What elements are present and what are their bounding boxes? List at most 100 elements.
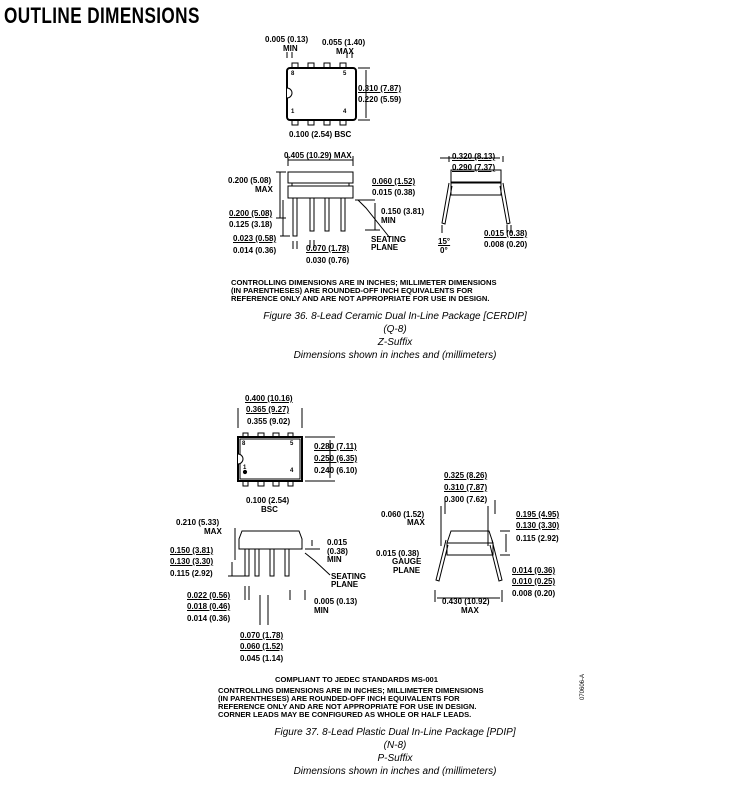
dim-body-h-nom: 0.130 (3.30) — [516, 521, 560, 530]
note-line: COMPLIANT TO JEDEC STANDARDS MS-001 — [275, 675, 439, 684]
pin-label: 1 — [243, 465, 247, 471]
dim-shoulder-nom: 0.060 (1.52) — [240, 642, 284, 651]
dim-width-max: 0.310 (7.87) — [358, 84, 402, 93]
dim-lead-len-max: 0.150 (3.81) — [170, 546, 214, 555]
pin-label: 5 — [343, 71, 347, 77]
note-line: REFERENCE ONLY AND ARE NOT APPROPRIATE F… — [231, 294, 490, 303]
pdip-top-view — [237, 408, 335, 487]
dim-width-min: 0.240 (6.10) — [314, 466, 358, 475]
dim-lead-w-max: 0.023 (0.58) — [233, 234, 277, 243]
figure-caption: Figure 36. 8-Lead Ceramic Dual In-Line P… — [263, 311, 527, 322]
dim-lead-w-min: 0.014 (0.36) — [187, 614, 231, 623]
dim-lead-gap-min: 0.005 (0.13) — [265, 35, 309, 44]
pin-label: 4 — [290, 468, 294, 474]
dim-lead-len-min: 0.115 (2.92) — [170, 569, 213, 578]
dim-shoulder-min: 0.045 (1.14) — [240, 654, 284, 663]
dim-row-nom: 0.310 (7.87) — [444, 483, 488, 492]
figure-caption: Z-Suffix — [377, 337, 413, 348]
dim-standoff-min: 0.015 (0.38) — [372, 188, 416, 197]
cerdip-side-view — [276, 156, 391, 249]
pin-label: 1 — [291, 109, 295, 115]
dim-body-h-min: 0.115 (2.92) — [516, 534, 559, 543]
dim-shoulder-min: 0.030 (0.76) — [306, 256, 350, 265]
dim-len-min: 0.355 (9.02) — [247, 417, 291, 426]
figure-caption: (Q-8) — [383, 324, 407, 335]
dim-offset-max: 0.060 (1.52) — [381, 510, 425, 519]
dim-body-h-max: 0.195 (4.95) — [516, 510, 560, 519]
seating-plane-label: SEATING — [331, 572, 366, 581]
figure-caption: P-Suffix — [377, 753, 413, 764]
dim-lead-w-min: 0.014 (0.36) — [233, 246, 277, 255]
gauge-plane-label: GAUGE — [392, 557, 422, 566]
dim-lead-w-nom: 0.018 (0.46) — [187, 602, 231, 611]
pin-label: 8 — [242, 441, 246, 447]
dim-thick-min: 0.008 (0.20) — [512, 589, 556, 598]
dim-thick-max: 0.015 (0.38) — [484, 229, 528, 238]
dim-shoulder-max: 0.070 (1.78) — [240, 631, 284, 640]
dim-label: MAX — [407, 518, 425, 527]
note-line: REFERENCE ONLY AND ARE NOT APPROPRIATE F… — [218, 702, 477, 711]
cerdip-end-view — [440, 156, 512, 233]
dim-angle-min: 0° — [440, 246, 448, 255]
dim-row-min: 0.300 (7.62) — [444, 495, 488, 504]
dim-row-min: 0.290 (7.37) — [452, 163, 496, 172]
dim-thick-min: 0.008 (0.20) — [484, 240, 528, 249]
figure-caption: (N-8) — [383, 740, 407, 751]
dim-thick-max: 0.014 (0.36) — [512, 566, 556, 575]
dim-lead-width-max: 0.055 (1.40) — [322, 38, 366, 47]
dim-pitch: 0.100 (2.54) — [246, 496, 290, 505]
dim-len-max: 0.400 (10.16) — [245, 394, 293, 403]
dim-lead-len-nom: 0.130 (3.30) — [170, 557, 214, 566]
dim-shoulder-max: 0.070 (1.78) — [306, 244, 350, 253]
dim-label: MIN — [283, 44, 298, 53]
dim-width-nom: 0.250 (6.35) — [314, 454, 358, 463]
gauge-plane-label: PLANE — [393, 566, 421, 575]
dim-row-max: 0.325 (8.26) — [444, 471, 488, 480]
dim-height-max: 0.210 (5.33) — [176, 518, 220, 527]
cerdip-top-view — [286, 52, 370, 126]
figure-caption: Figure 37. 8-Lead Plastic Dual In-Line P… — [274, 727, 516, 738]
dim-standoff-max: 0.060 (1.52) — [372, 177, 416, 186]
dim-label: MIN — [327, 555, 342, 564]
dim-lead-len-min: 0.125 (3.18) — [229, 220, 273, 229]
note-line: CORNER LEADS MAY BE CONFIGURED AS WHOLE … — [218, 710, 472, 719]
dim-lead-w-max: 0.022 (0.56) — [187, 591, 231, 600]
drawing-code: 070606-A — [580, 673, 586, 700]
dim-len-nom: 0.365 (9.27) — [246, 405, 290, 414]
dim-spread-max: 0.430 (10.92) — [442, 597, 490, 606]
seating-plane-label: PLANE — [331, 580, 359, 589]
dim-label: BSC — [261, 505, 278, 514]
dim-thick-nom: 0.010 (0.25) — [512, 577, 556, 586]
dim-width-min: 0.220 (5.59) — [358, 95, 402, 104]
dim-height-max: 0.200 (5.08) — [228, 176, 272, 185]
seating-plane-label: PLANE — [371, 243, 399, 252]
dim-label: MIN — [381, 216, 396, 225]
dim-width-max: 0.280 (7.11) — [314, 442, 357, 451]
dim-pitch: 0.100 (2.54) BSC — [289, 130, 352, 139]
dim-label: MIN — [314, 606, 329, 615]
note-line: (IN PARENTHESES) ARE ROUNDED-OFF INCH EQ… — [231, 286, 473, 295]
pdip-end-view — [434, 500, 510, 602]
seating-plane-label: SEATING — [371, 235, 406, 244]
figure-caption: Dimensions shown in inches and (millimet… — [293, 766, 497, 777]
dim-length-max: 0.405 (10.29) MAX — [284, 151, 352, 160]
note-line: CONTROLLING DIMENSIONS ARE IN INCHES; MI… — [218, 686, 484, 695]
dim-row-max: 0.320 (8.13) — [452, 152, 496, 161]
note-line: CONTROLLING DIMENSIONS ARE IN INCHES; MI… — [231, 278, 497, 287]
page-title: OUTLINE DIMENSIONS — [4, 3, 200, 28]
dim-end-gap: 0.005 (0.13) — [314, 597, 358, 606]
dim-angle-max: 15° — [438, 237, 451, 246]
pin-label: 5 — [290, 441, 294, 447]
dim-standoff: 0.015 — [327, 538, 348, 547]
dim-lead-len-max: 0.200 (5.08) — [229, 209, 273, 218]
dim-label: MAX — [336, 47, 354, 56]
dim-label: MAX — [204, 527, 222, 536]
dim-label: MAX — [255, 185, 273, 194]
pin-label: 8 — [291, 71, 295, 77]
figure-caption: Dimensions shown in inches and (millimet… — [293, 350, 497, 361]
dim-seat-min: 0.150 (3.81) — [381, 207, 425, 216]
note-line: (IN PARENTHESES) ARE ROUNDED-OFF INCH EQ… — [218, 694, 460, 703]
dim-gauge: 0.015 (0.38) — [376, 549, 420, 558]
pin-label: 4 — [343, 109, 347, 115]
